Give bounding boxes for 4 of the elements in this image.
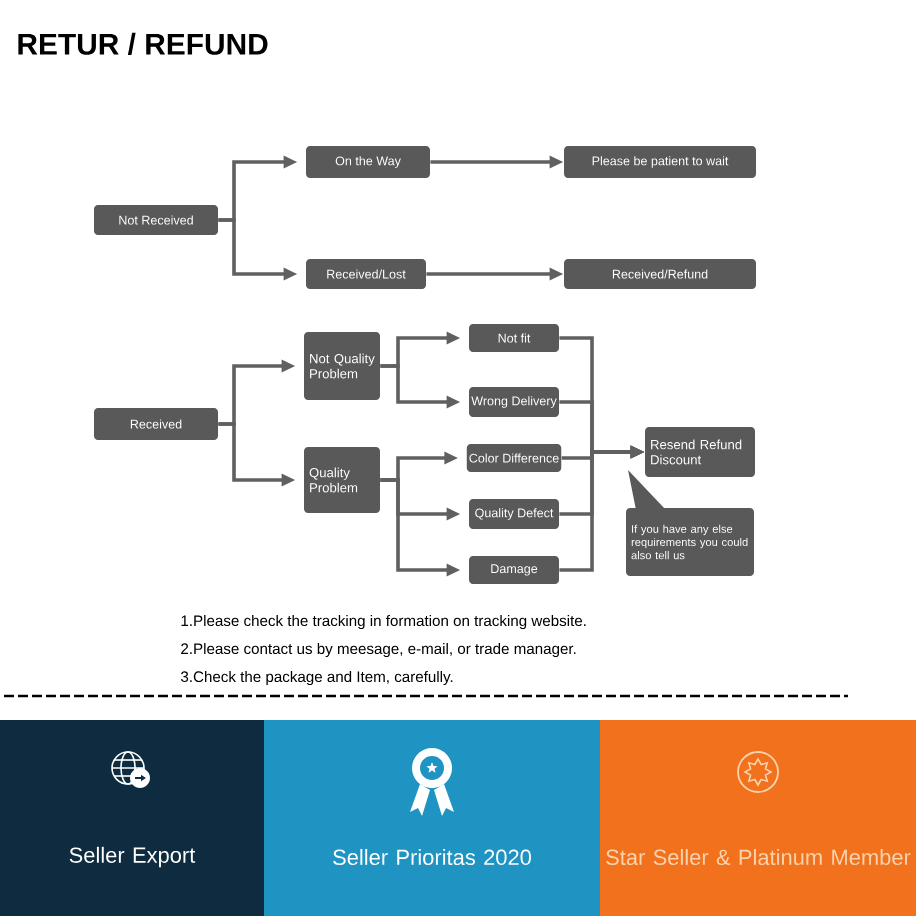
badge-panel: Star Seller & Platinum Member xyxy=(600,720,916,916)
badge-panel: Seller Prioritas 2020 xyxy=(264,720,600,916)
title: RETUR / REFUND xyxy=(18,32,268,56)
badge-panel: Seller Export xyxy=(0,720,264,916)
